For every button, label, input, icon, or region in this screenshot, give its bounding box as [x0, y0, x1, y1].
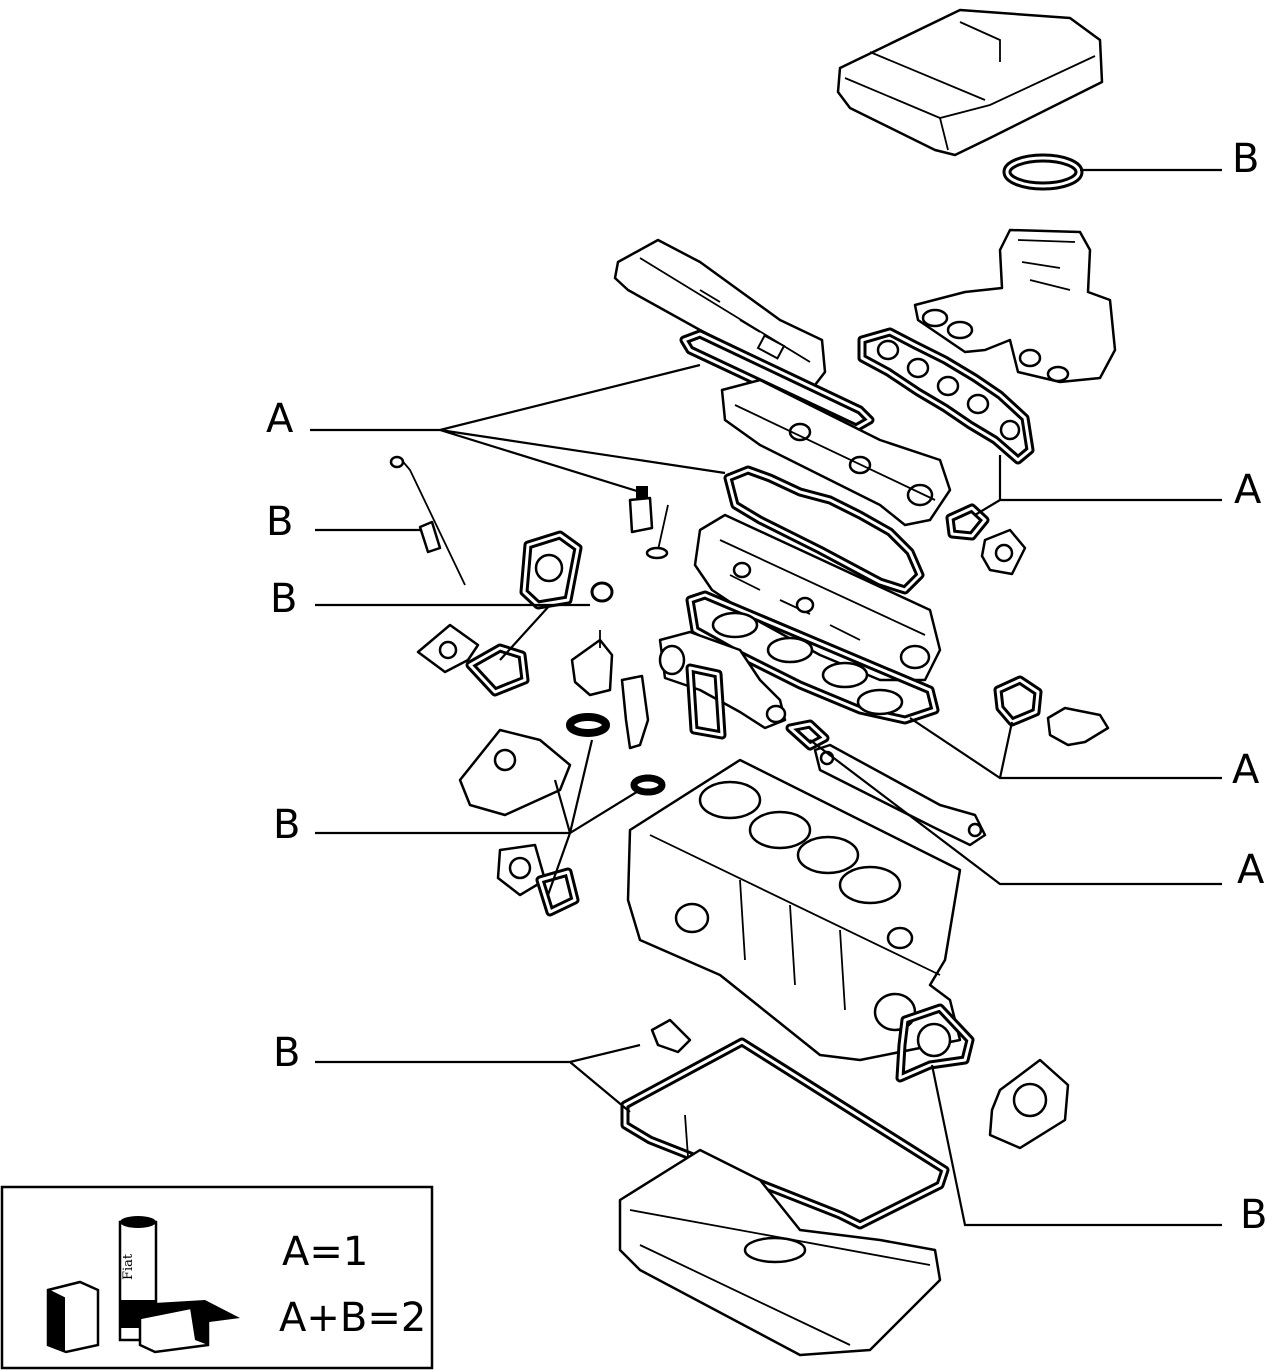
- water-pump-housing: [458, 728, 572, 817]
- valve-cover: [613, 238, 827, 387]
- water-pump-gasket: [535, 867, 580, 917]
- oil-dipstick: [389, 455, 466, 586]
- oil-pressure-sensor: [570, 630, 614, 697]
- rear-seal-carrier: [988, 1058, 1070, 1150]
- temperature-sensor: [620, 674, 650, 750]
- engine-block: [626, 758, 962, 1062]
- exhaust-flange-gasket: [785, 719, 830, 751]
- egr-flange-gasket: [993, 675, 1043, 727]
- intake-manifold-gasket: [857, 327, 1035, 465]
- thermostat-gasket: [519, 530, 583, 610]
- cylinder-head: [693, 513, 942, 682]
- sensor-washer-1: [566, 713, 610, 737]
- callout-a-head-gasket: A: [1232, 747, 1260, 793]
- oil-pan-bracket: [650, 1018, 692, 1054]
- small-plug-seal: [590, 581, 614, 603]
- air-filter-seal-ring: [1002, 153, 1084, 191]
- cam-carrier-gasket: [723, 465, 925, 595]
- thermostat-housing: [416, 623, 480, 674]
- throttle-body-intake: [913, 228, 1117, 384]
- thermostat-seal: [465, 643, 530, 697]
- sensor-washer-2: [630, 774, 666, 796]
- callout-a-head-gaskets: A: [266, 396, 294, 442]
- exhaust-manifold-gasket: [685, 663, 727, 740]
- callout-a-oil-pipe: A: [1237, 847, 1265, 893]
- legend-a-plus-b-equals-2: A+B=2: [279, 1295, 426, 1341]
- exhaust-outlet-seal: [945, 503, 990, 541]
- oil-pan-gasket: [620, 1037, 950, 1230]
- can-brand-text: Fiat: [121, 1253, 136, 1280]
- camshaft-carrier: [720, 378, 952, 527]
- egr-valve: [1046, 706, 1110, 747]
- valve-cover-gasket: [679, 329, 875, 433]
- legend-box: Fiat A=1 A+B=2: [0, 1185, 434, 1370]
- valve: [645, 504, 669, 560]
- valve-stem-seal: [628, 486, 654, 534]
- callout-b-dipstick: B: [266, 499, 293, 545]
- oil-pan: [618, 1148, 942, 1357]
- callout-b-water-pump: B: [273, 802, 300, 848]
- callout-b-rear-seal: B: [1240, 1192, 1267, 1238]
- water-pump-body: [496, 843, 547, 897]
- callout-b-air-filter: B: [1232, 136, 1259, 182]
- air-filter-housing: [836, 8, 1104, 157]
- callout-b-thermostat: B: [270, 576, 297, 622]
- leader-lines: [310, 168, 1222, 1227]
- fiat-product-cans-icon: Fiat: [46, 1216, 240, 1354]
- rear-seal-gasket: [895, 1003, 975, 1083]
- outlet-flange: [980, 528, 1027, 576]
- callout-a-intake-exhaust: A: [1234, 467, 1262, 513]
- legend-a-equals-1: A=1: [282, 1229, 368, 1275]
- callout-b-oil-pan: B: [273, 1030, 300, 1076]
